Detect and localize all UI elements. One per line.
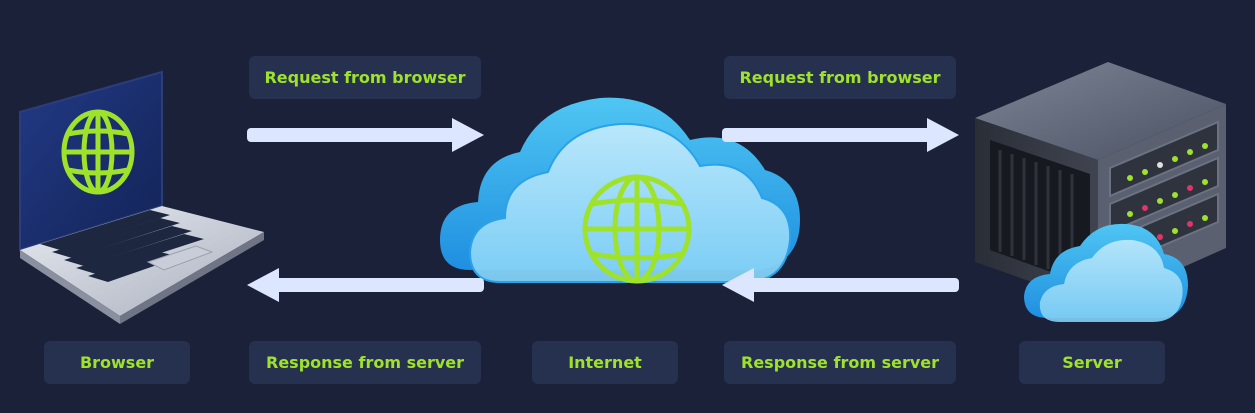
vent-slats (998, 150, 1074, 277)
globe-icon (61, 109, 135, 195)
arrow-response-left (247, 268, 484, 302)
label-response-left: Response from server (249, 341, 481, 384)
node-label-server: Server (1019, 341, 1165, 384)
label-request-left: Request from browser (249, 56, 481, 99)
node-label-server-text: Server (1062, 353, 1122, 372)
label-request-left-text: Request from browser (264, 68, 466, 87)
node-label-internet: Internet (532, 341, 678, 384)
cloud-globe-icon (440, 97, 800, 284)
server-rack-icon (975, 62, 1226, 322)
keyboard-keys (40, 210, 204, 282)
label-response-left-text: Response from server (266, 353, 464, 372)
arrow-response-right (722, 268, 959, 302)
label-response-right-text: Response from server (741, 353, 939, 372)
globe-icon (582, 174, 692, 284)
small-cloud-icon (1024, 223, 1188, 322)
node-label-browser-text: Browser (79, 353, 155, 372)
label-response-right: Response from server (724, 341, 956, 384)
laptop-globe-icon (19, 70, 264, 324)
label-request-right: Request from browser (724, 56, 956, 99)
arrow-request-right (722, 118, 959, 152)
arrows (247, 118, 959, 302)
node-label-internet-text: Internet (568, 353, 642, 372)
server-vent (990, 140, 1090, 286)
node-label-browser: Browser (44, 341, 190, 384)
arrow-request-left (247, 118, 484, 152)
label-request-right-text: Request from browser (739, 68, 941, 87)
